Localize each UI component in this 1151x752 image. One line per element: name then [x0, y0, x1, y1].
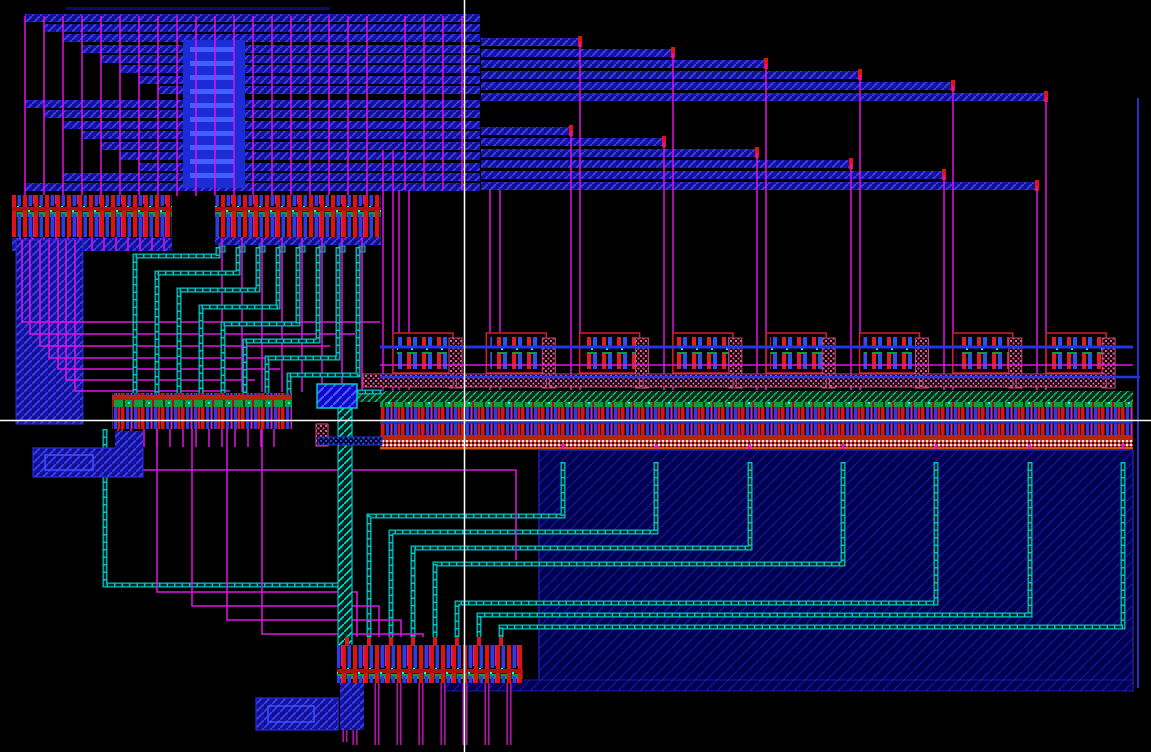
fanout-routing: [132, 238, 363, 393]
center-structures: [112, 383, 383, 648]
top-verticals: [24, 16, 463, 392]
mid-clusters: [362, 98, 1140, 688]
big-blue-region: [440, 449, 1134, 692]
left-cell-rows: [12, 195, 381, 253]
bottom-row: [32, 431, 523, 745]
top-buses: [25, 7, 1048, 191]
